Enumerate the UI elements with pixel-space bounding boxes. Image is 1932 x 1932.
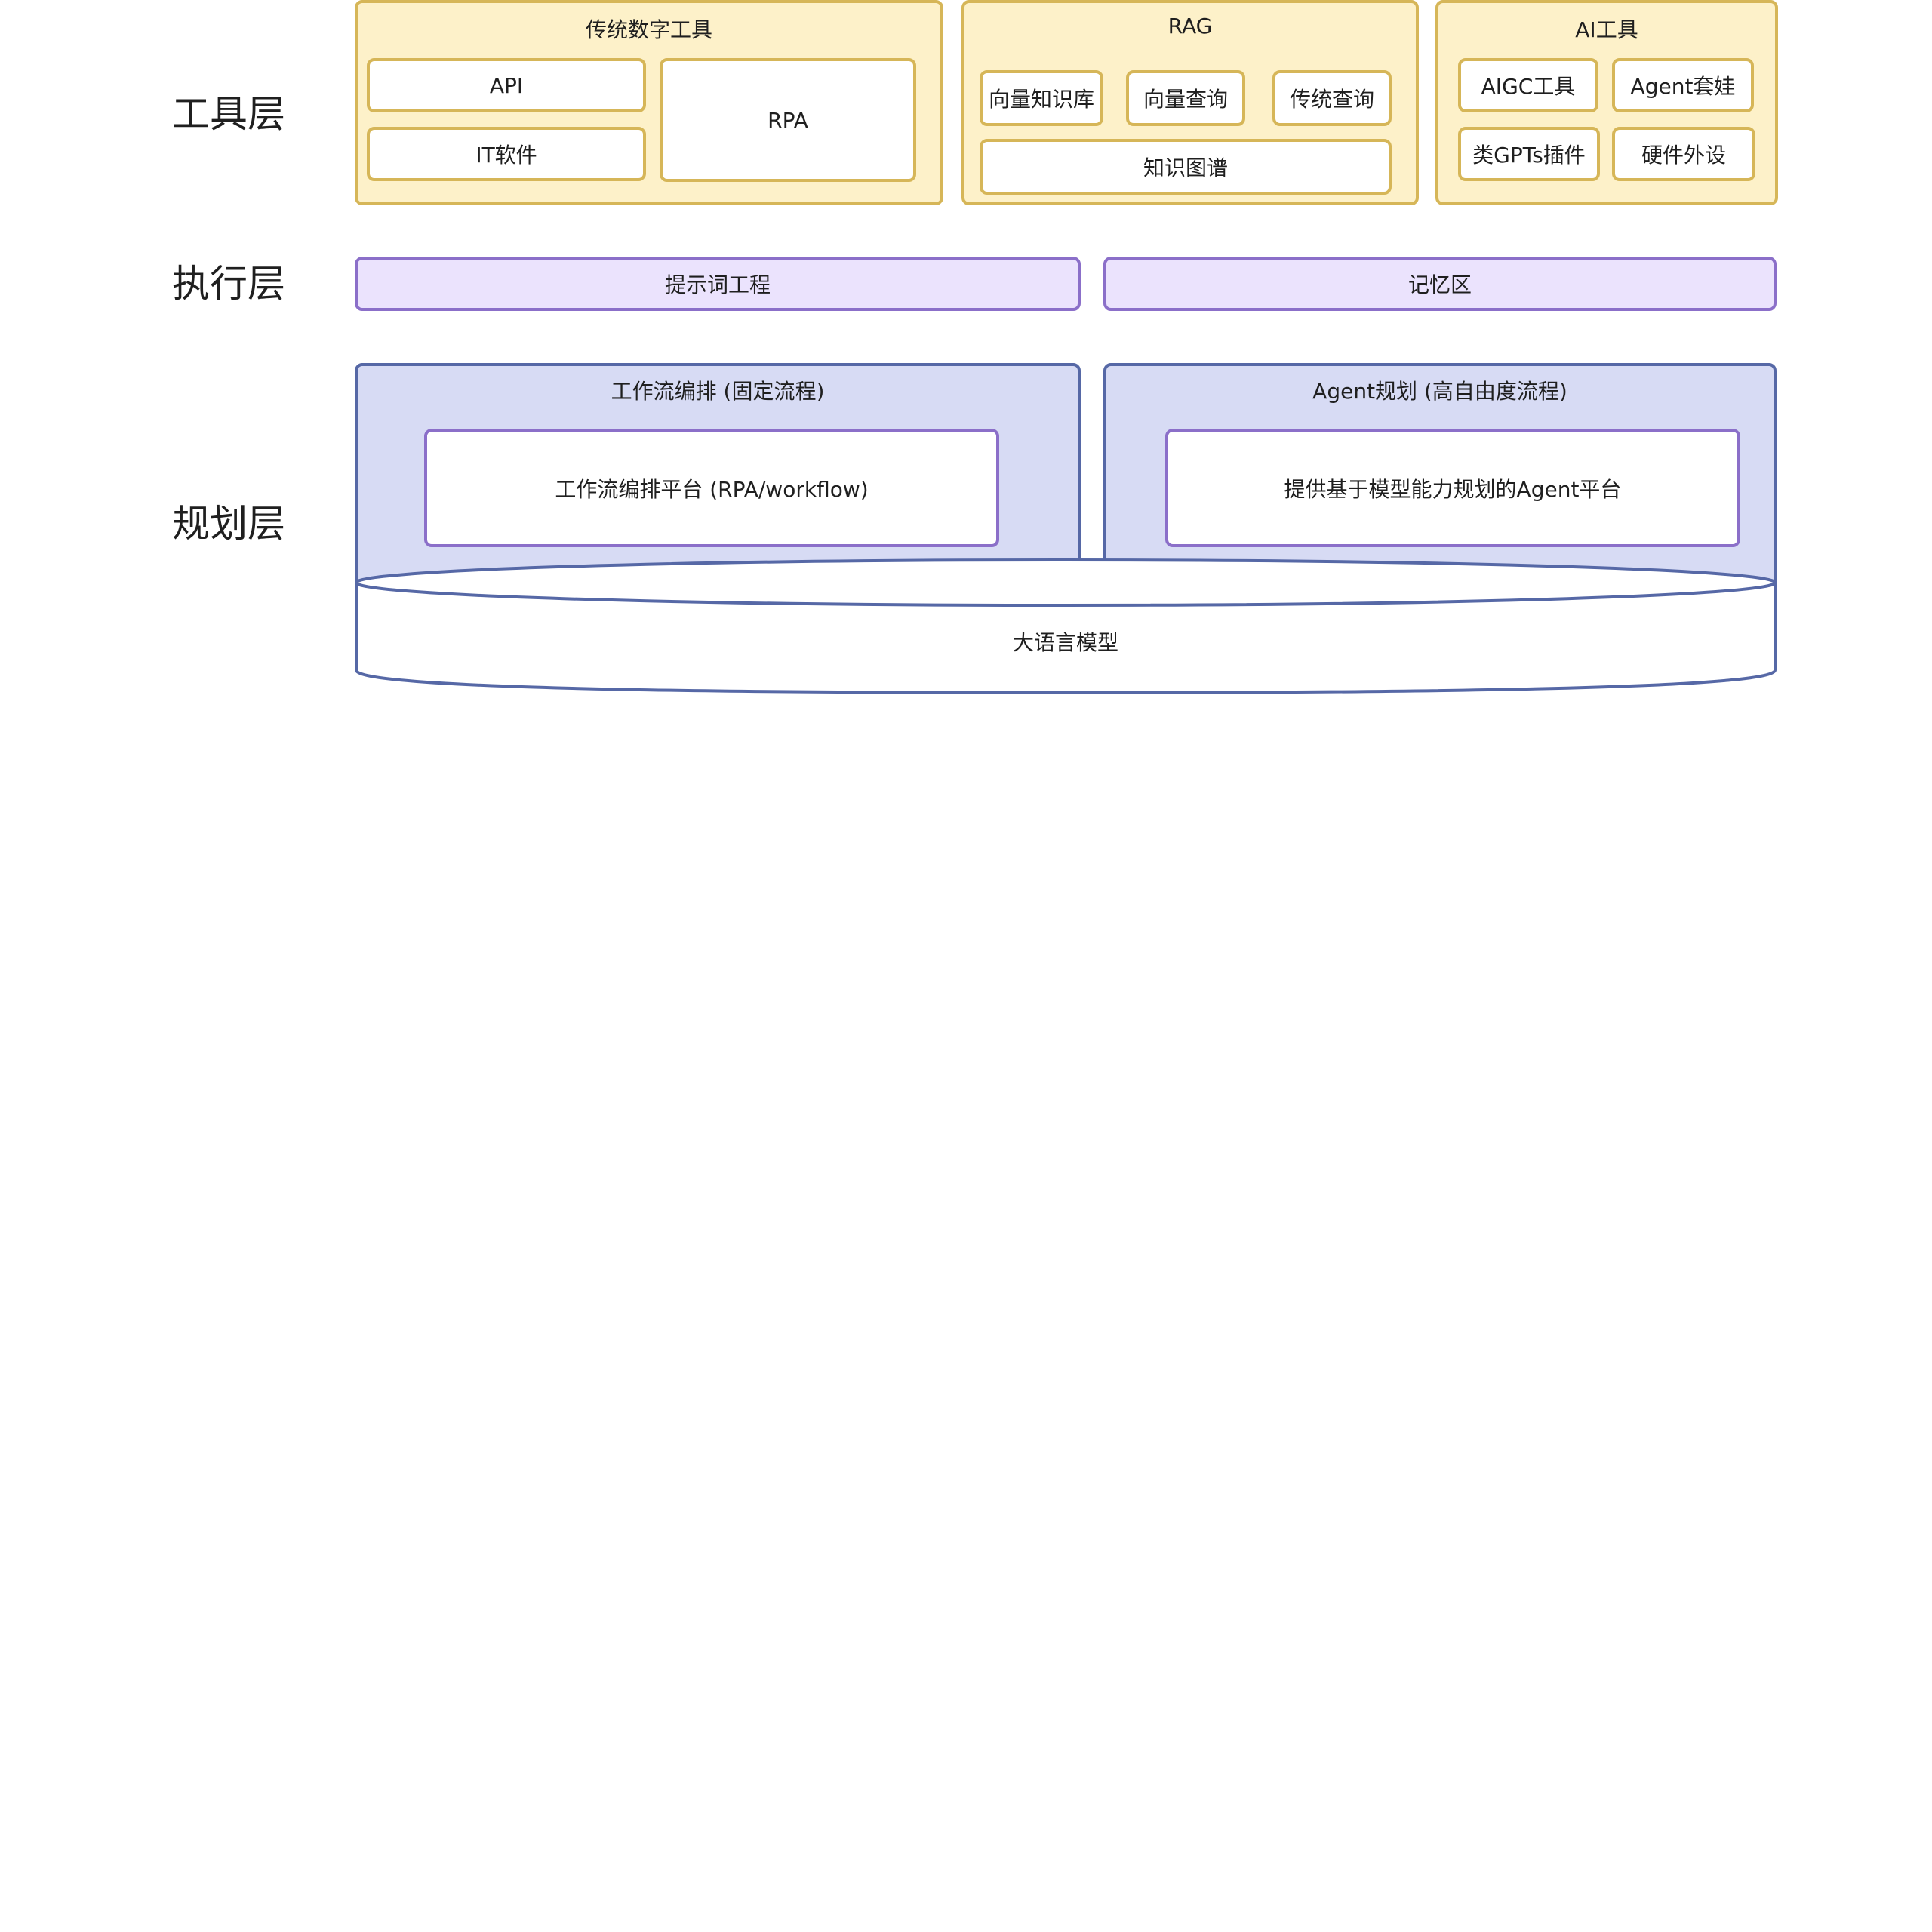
llm-cylinder-bottom [355,669,1777,695]
plan-workflow-title: 工作流编排 (固定流程) [611,379,825,404]
tool-item-api: API [367,58,646,112]
group-title-rag: RAG [1168,14,1213,38]
rag-item-vector-query: 向量查询 [1126,70,1245,126]
tool-item-rpa: RPA [660,58,916,182]
ai-item-hardware: 硬件外设 [1612,127,1755,181]
layer-label-plan: 规划层 [172,502,285,546]
ai-item-gpts-plugins: 类GPTs插件 [1458,127,1600,181]
layer-label-exec: 执行层 [172,262,285,306]
llm-cylinder-top [355,558,1777,607]
group-title-ai-tools: AI工具 [1575,17,1638,42]
ai-item-aigc-tools: AIGC工具 [1458,58,1598,112]
plan-workflow-platform: 工作流编排平台 (RPA/workflow) [424,429,999,547]
rag-item-knowledge-graph: 知识图谱 [980,139,1392,195]
exec-memory: 记忆区 [1103,257,1777,311]
exec-prompt-engineering: 提示词工程 [355,257,1081,311]
tool-item-it-software: IT软件 [367,127,646,181]
llm-label: 大语言模型 [1012,630,1118,655]
plan-agent-platform: 提供基于模型能力规划的Agent平台 [1165,429,1740,547]
ai-item-agent-nesting: Agent套娃 [1612,58,1754,112]
group-title-traditional: 传统数字工具 [585,17,712,42]
rag-item-traditional-query: 传统查询 [1272,70,1392,126]
plan-agent-title: Agent规划 (高自由度流程) [1312,379,1567,404]
llm-cylinder-body [356,583,1775,693]
layer-label-tool: 工具层 [172,92,285,136]
rag-item-vector-kb: 向量知识库 [980,70,1103,126]
